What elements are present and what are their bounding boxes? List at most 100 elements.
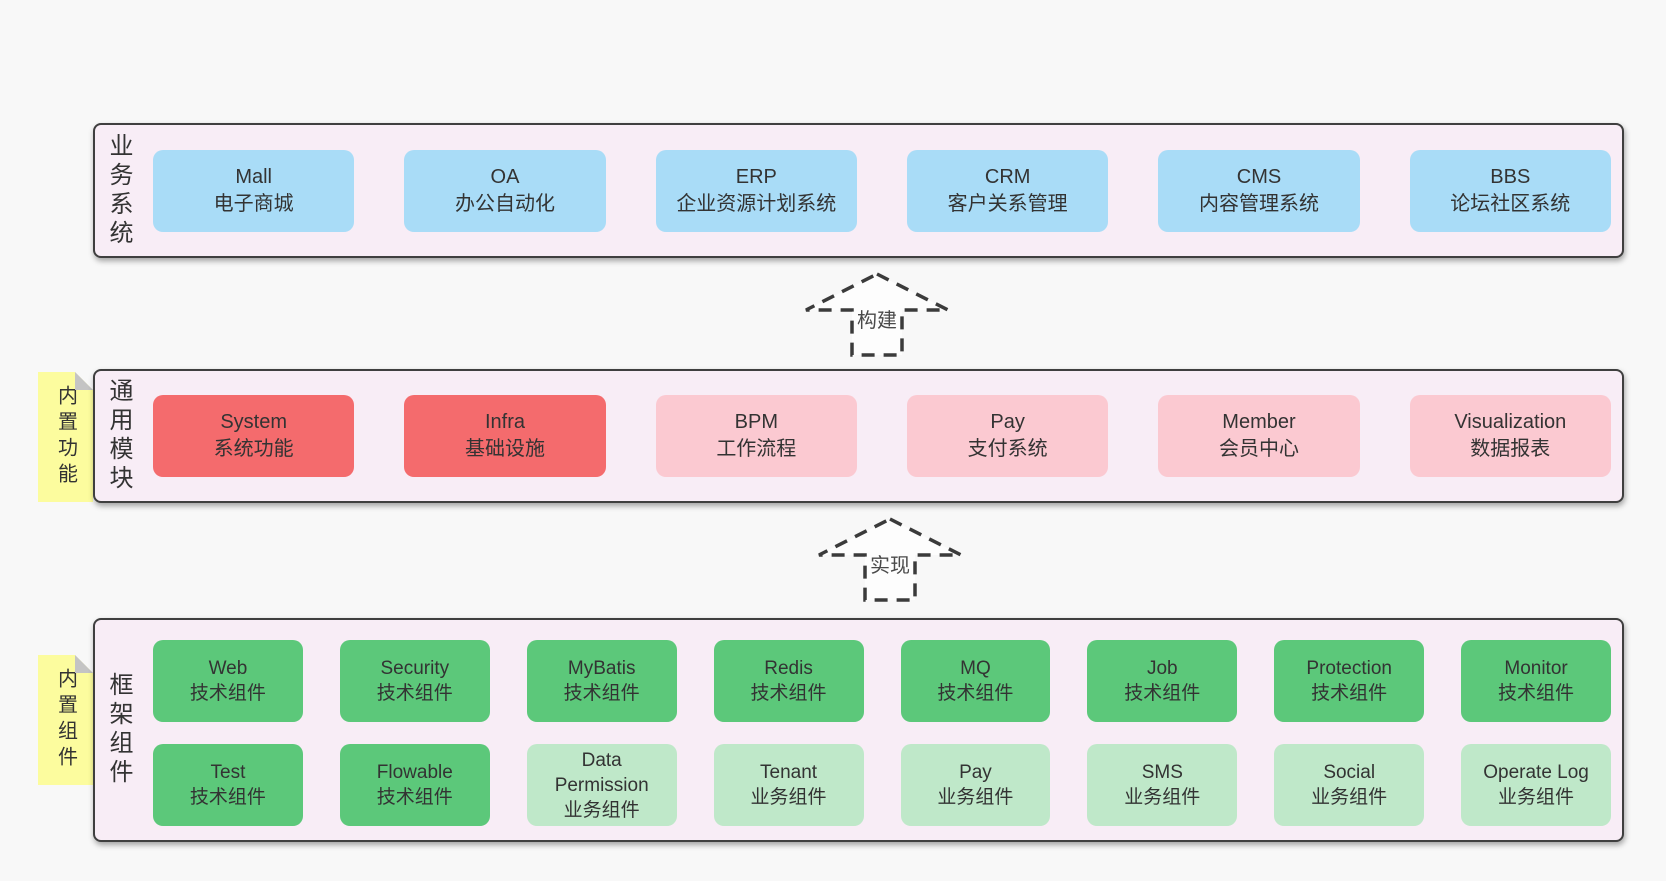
box-subtitle: 内容管理系统 [1198,192,1319,215]
box-title: Pay [990,411,1025,433]
box-mall: Mall 电子商城 [153,149,355,232]
box-title: ERP [735,165,777,188]
framework-box-row-2: Test 技术组件 Flowable 技术组件 Data Permission … [153,744,1611,826]
box-title: Pay [959,762,992,783]
box-sms: SMS 业务组件 [1087,744,1238,826]
box-title: System [220,411,287,433]
box-title: SMS [1141,762,1183,783]
box-subtitle: 电子商城 [213,192,294,215]
sticky-note-built-in-features: 内置功能 [38,372,93,502]
sticky-note-label: 内置组件 [54,668,77,772]
box-subtitle: 技术组件 [750,683,827,704]
box-title: CMS [1236,165,1282,188]
box-subtitle: 技术组件 [189,787,266,808]
sticky-note-label: 内置功能 [54,385,77,489]
box-subtitle: 业务组件 [1498,787,1575,808]
box-title: Mall [235,165,272,188]
box-subtitle: 业务组件 [750,787,827,808]
box-subtitle: 技术组件 [937,683,1014,704]
box-title: Job [1146,658,1178,679]
folded-corner-icon [75,372,93,390]
box-subtitle: 技术组件 [376,787,453,808]
box-mq: MQ 技术组件 [900,640,1051,722]
box-security: Security 技术组件 [339,640,490,722]
box-protection: Protection 技术组件 [1274,640,1425,722]
box-subtitle: 技术组件 [563,683,640,704]
box-title: Test [210,762,246,783]
box-subtitle: 业务组件 [937,787,1014,808]
box-data-permission: Data Permission 业务组件 [526,744,677,826]
box-member: Member 会员中心 [1158,395,1360,477]
box-oa: OA 办公自动化 [404,149,606,232]
panel-business-systems: 业务系统 Mall 电子商城 OA 办公自动化 ERP 企业资源计划系统 CRM… [93,123,1624,258]
panel-label-framework-components: 框架组件 [105,672,132,788]
business-box-row: Mall 电子商城 OA 办公自动化 ERP 企业资源计划系统 CRM 客户关系… [153,149,1611,232]
box-operate-log: Operate Log 业务组件 [1461,744,1611,826]
box-crm: CRM 客户关系管理 [906,149,1109,232]
box-flowable: Flowable 技术组件 [339,744,490,826]
box-subtitle: 业务组件 [1311,787,1388,808]
box-title: Flowable [376,762,453,783]
module-box-row: System 系统功能 Infra 基础设施 BPM 工作流程 Pay 支付系统… [153,395,1611,477]
box-title: BBS [1490,165,1531,188]
box-erp: ERP 企业资源计划系统 [655,149,857,232]
box-title: MyBatis [567,658,636,679]
sticky-note-built-in-components: 内置组件 [38,655,93,785]
box-infra: Infra 基础设施 [404,395,606,477]
box-subtitle: 技术组件 [189,683,266,704]
box-bbs: BBS 论坛社区系统 [1409,149,1611,232]
framework-box-row-1: Web 技术组件 Security 技术组件 MyBatis 技术组件 Redi… [153,640,1611,722]
box-subtitle: 办公自动化 [454,192,555,215]
box-subtitle: 工作流程 [716,438,797,460]
folded-corner-icon [75,655,93,673]
box-title: OA [490,165,520,188]
box-subtitle: 业务组件 [1124,787,1201,808]
box-subtitle: 客户关系管理 [947,192,1068,215]
box-title: Security [380,658,450,679]
box-subtitle: 技术组件 [1124,683,1201,704]
box-pay: Pay 支付系统 [906,395,1109,477]
arrow-build-icon: 构建 [804,271,950,359]
box-job: Job 技术组件 [1087,640,1238,722]
box-subtitle: 系统功能 [213,438,294,460]
box-title: Visualization [1454,411,1567,433]
box-subtitle: 支付系统 [967,438,1048,460]
box-title: Social [1323,762,1376,783]
box-subtitle: 会员中心 [1218,438,1299,460]
box-title: Redis [764,658,813,679]
box-visualization: Visualization 数据报表 [1409,395,1611,477]
box-system: System 系统功能 [153,395,355,477]
box-subtitle: 技术组件 [1498,683,1575,704]
box-title: BPM [734,411,778,433]
box-subtitle: 论坛社区系统 [1450,192,1571,215]
box-subtitle: 数据报表 [1470,438,1551,460]
arrow-build-label: 构建 [854,304,900,333]
box-title: MQ [960,658,991,679]
panel-framework-components: 框架组件 Web 技术组件 Security 技术组件 MyBatis 技术组件… [93,618,1624,842]
box-subtitle: 基础设施 [464,438,545,460]
box-subtitle: 技术组件 [1311,683,1388,704]
box-title: Infra [484,411,525,433]
box-subtitle: 业务组件 [563,799,640,821]
arrow-implement-label: 实现 [867,549,913,578]
box-title: Operate Log [1483,762,1589,783]
box-subtitle: 技术组件 [376,683,453,704]
box-title: Tenant [760,762,818,783]
box-test: Test 技术组件 [153,744,303,826]
box-title: Monitor [1504,658,1568,679]
panel-label-common-modules: 通用模块 [105,378,132,494]
box-title: Protection [1306,658,1392,679]
box-subtitle: 企业资源计划系统 [676,192,837,215]
box-web: Web 技术组件 [153,640,303,722]
panel-label-business-systems: 业务系统 [105,132,132,249]
box-cms: CMS 内容管理系统 [1158,149,1360,232]
box-title: Data Permission [554,749,649,796]
box-title: Web [208,658,248,679]
box-title: Member [1222,411,1296,433]
box-pay-biz: Pay 业务组件 [900,744,1051,826]
box-bpm: BPM 工作流程 [655,395,857,477]
panel-common-modules: 通用模块 System 系统功能 Infra 基础设施 BPM 工作流程 Pay… [93,369,1624,503]
arrow-implement-icon: 实现 [817,516,963,604]
box-title: CRM [984,165,1031,188]
